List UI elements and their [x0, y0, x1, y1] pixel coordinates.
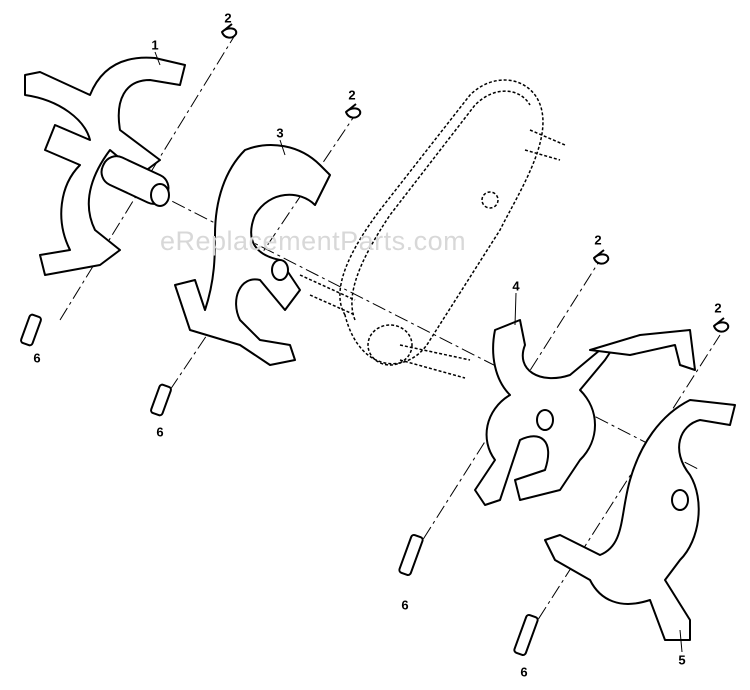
- callout-2: 2: [714, 300, 722, 316]
- callout-6: 6: [401, 597, 409, 613]
- callout-2: 2: [348, 87, 356, 103]
- chain-case-housing: [299, 79, 566, 379]
- axis-line: [59, 34, 236, 321]
- axis-line: [169, 114, 356, 391]
- callout-6: 6: [520, 664, 528, 680]
- callout-3: 3: [276, 125, 284, 141]
- callout-6: 6: [33, 350, 41, 366]
- axis-line: [524, 334, 721, 641]
- callout-2: 2: [594, 232, 602, 248]
- callout-5: 5: [678, 652, 686, 668]
- bolt-part-6: [20, 313, 539, 657]
- tine-part-5: [544, 399, 736, 641]
- callout-6: 6: [156, 424, 164, 440]
- tine-part-1: [24, 56, 186, 276]
- tine-part-4: [474, 319, 696, 506]
- callout-2: 2: [224, 10, 232, 26]
- hairpin-clip-part-2: [221, 23, 730, 333]
- tine-part-3: [174, 144, 331, 366]
- callout-1: 1: [151, 37, 159, 53]
- callout-4: 4: [512, 278, 520, 294]
